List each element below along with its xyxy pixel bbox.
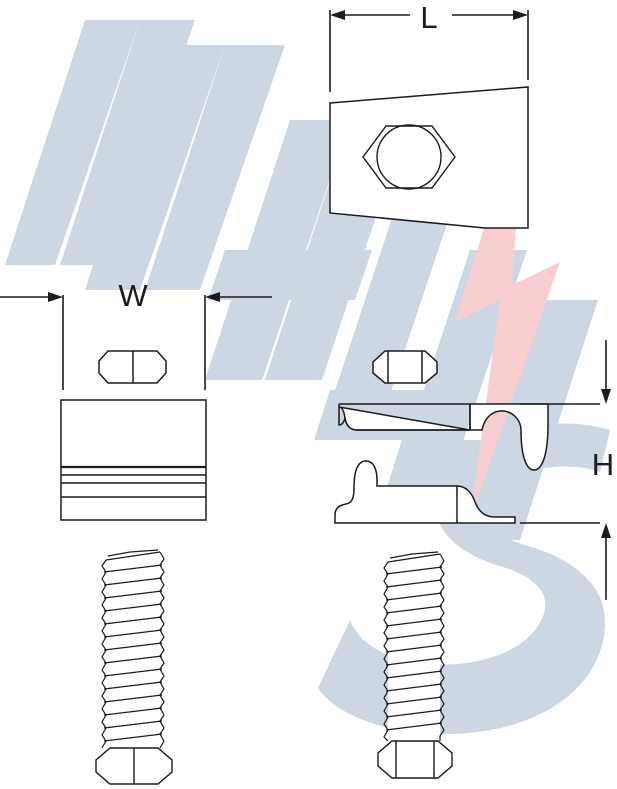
thread-crest-short-right — [439, 553, 445, 741]
lightning-bolt-icon — [455, 95, 560, 520]
thread-crest-short-left — [383, 561, 389, 742]
nut-outline-short — [377, 740, 453, 779]
watermark-letter-W — [5, 20, 285, 290]
plate-bore-circle — [376, 124, 442, 190]
screw-tip-short — [389, 551, 439, 559]
upper-jaw-notch — [338, 404, 470, 431]
arrowhead-H-top — [601, 389, 611, 404]
arrowhead-W-left — [48, 292, 63, 302]
upper-jaw-profile — [338, 403, 549, 471]
clamp-body-front-view — [60, 399, 207, 521]
arrowhead-W-right — [205, 292, 220, 302]
set-screw-long — [101, 549, 165, 749]
dimension-L — [329, 10, 529, 92]
thread-flank-long-left — [103, 551, 163, 742]
dimension-label-H: H — [592, 447, 614, 482]
nut-outline-side — [372, 350, 438, 384]
screw-shank-short — [388, 553, 440, 740]
hex-nut-front-view-icon — [98, 350, 167, 384]
dimension-label-L: L — [420, 0, 437, 35]
dimension-H — [520, 340, 607, 600]
hex-nut-short-screw — [377, 740, 453, 779]
hex-nut-side-view-icon — [372, 350, 438, 384]
thread-flank-short — [385, 553, 443, 731]
screw-shank-long — [106, 551, 160, 748]
arrowhead-L-left — [330, 10, 345, 20]
lower-jaw-profile — [334, 460, 516, 524]
thread-crest-long — [101, 559, 107, 749]
body-outline-front — [60, 399, 207, 521]
dimension-label-W: W — [118, 278, 148, 313]
clamp-plate-top-view — [329, 86, 529, 229]
plate-outline — [329, 86, 529, 229]
screw-tip-long — [107, 549, 159, 557]
hex-nut-plan-icon — [362, 125, 456, 189]
hex-nut-long-screw — [95, 747, 173, 785]
set-screw-short — [383, 551, 445, 742]
lower-jaw-outline — [334, 460, 516, 524]
thread-crest-long-right — [159, 551, 165, 749]
arrowhead-L-right — [513, 10, 528, 20]
arrowhead-H-bottom — [601, 523, 611, 538]
